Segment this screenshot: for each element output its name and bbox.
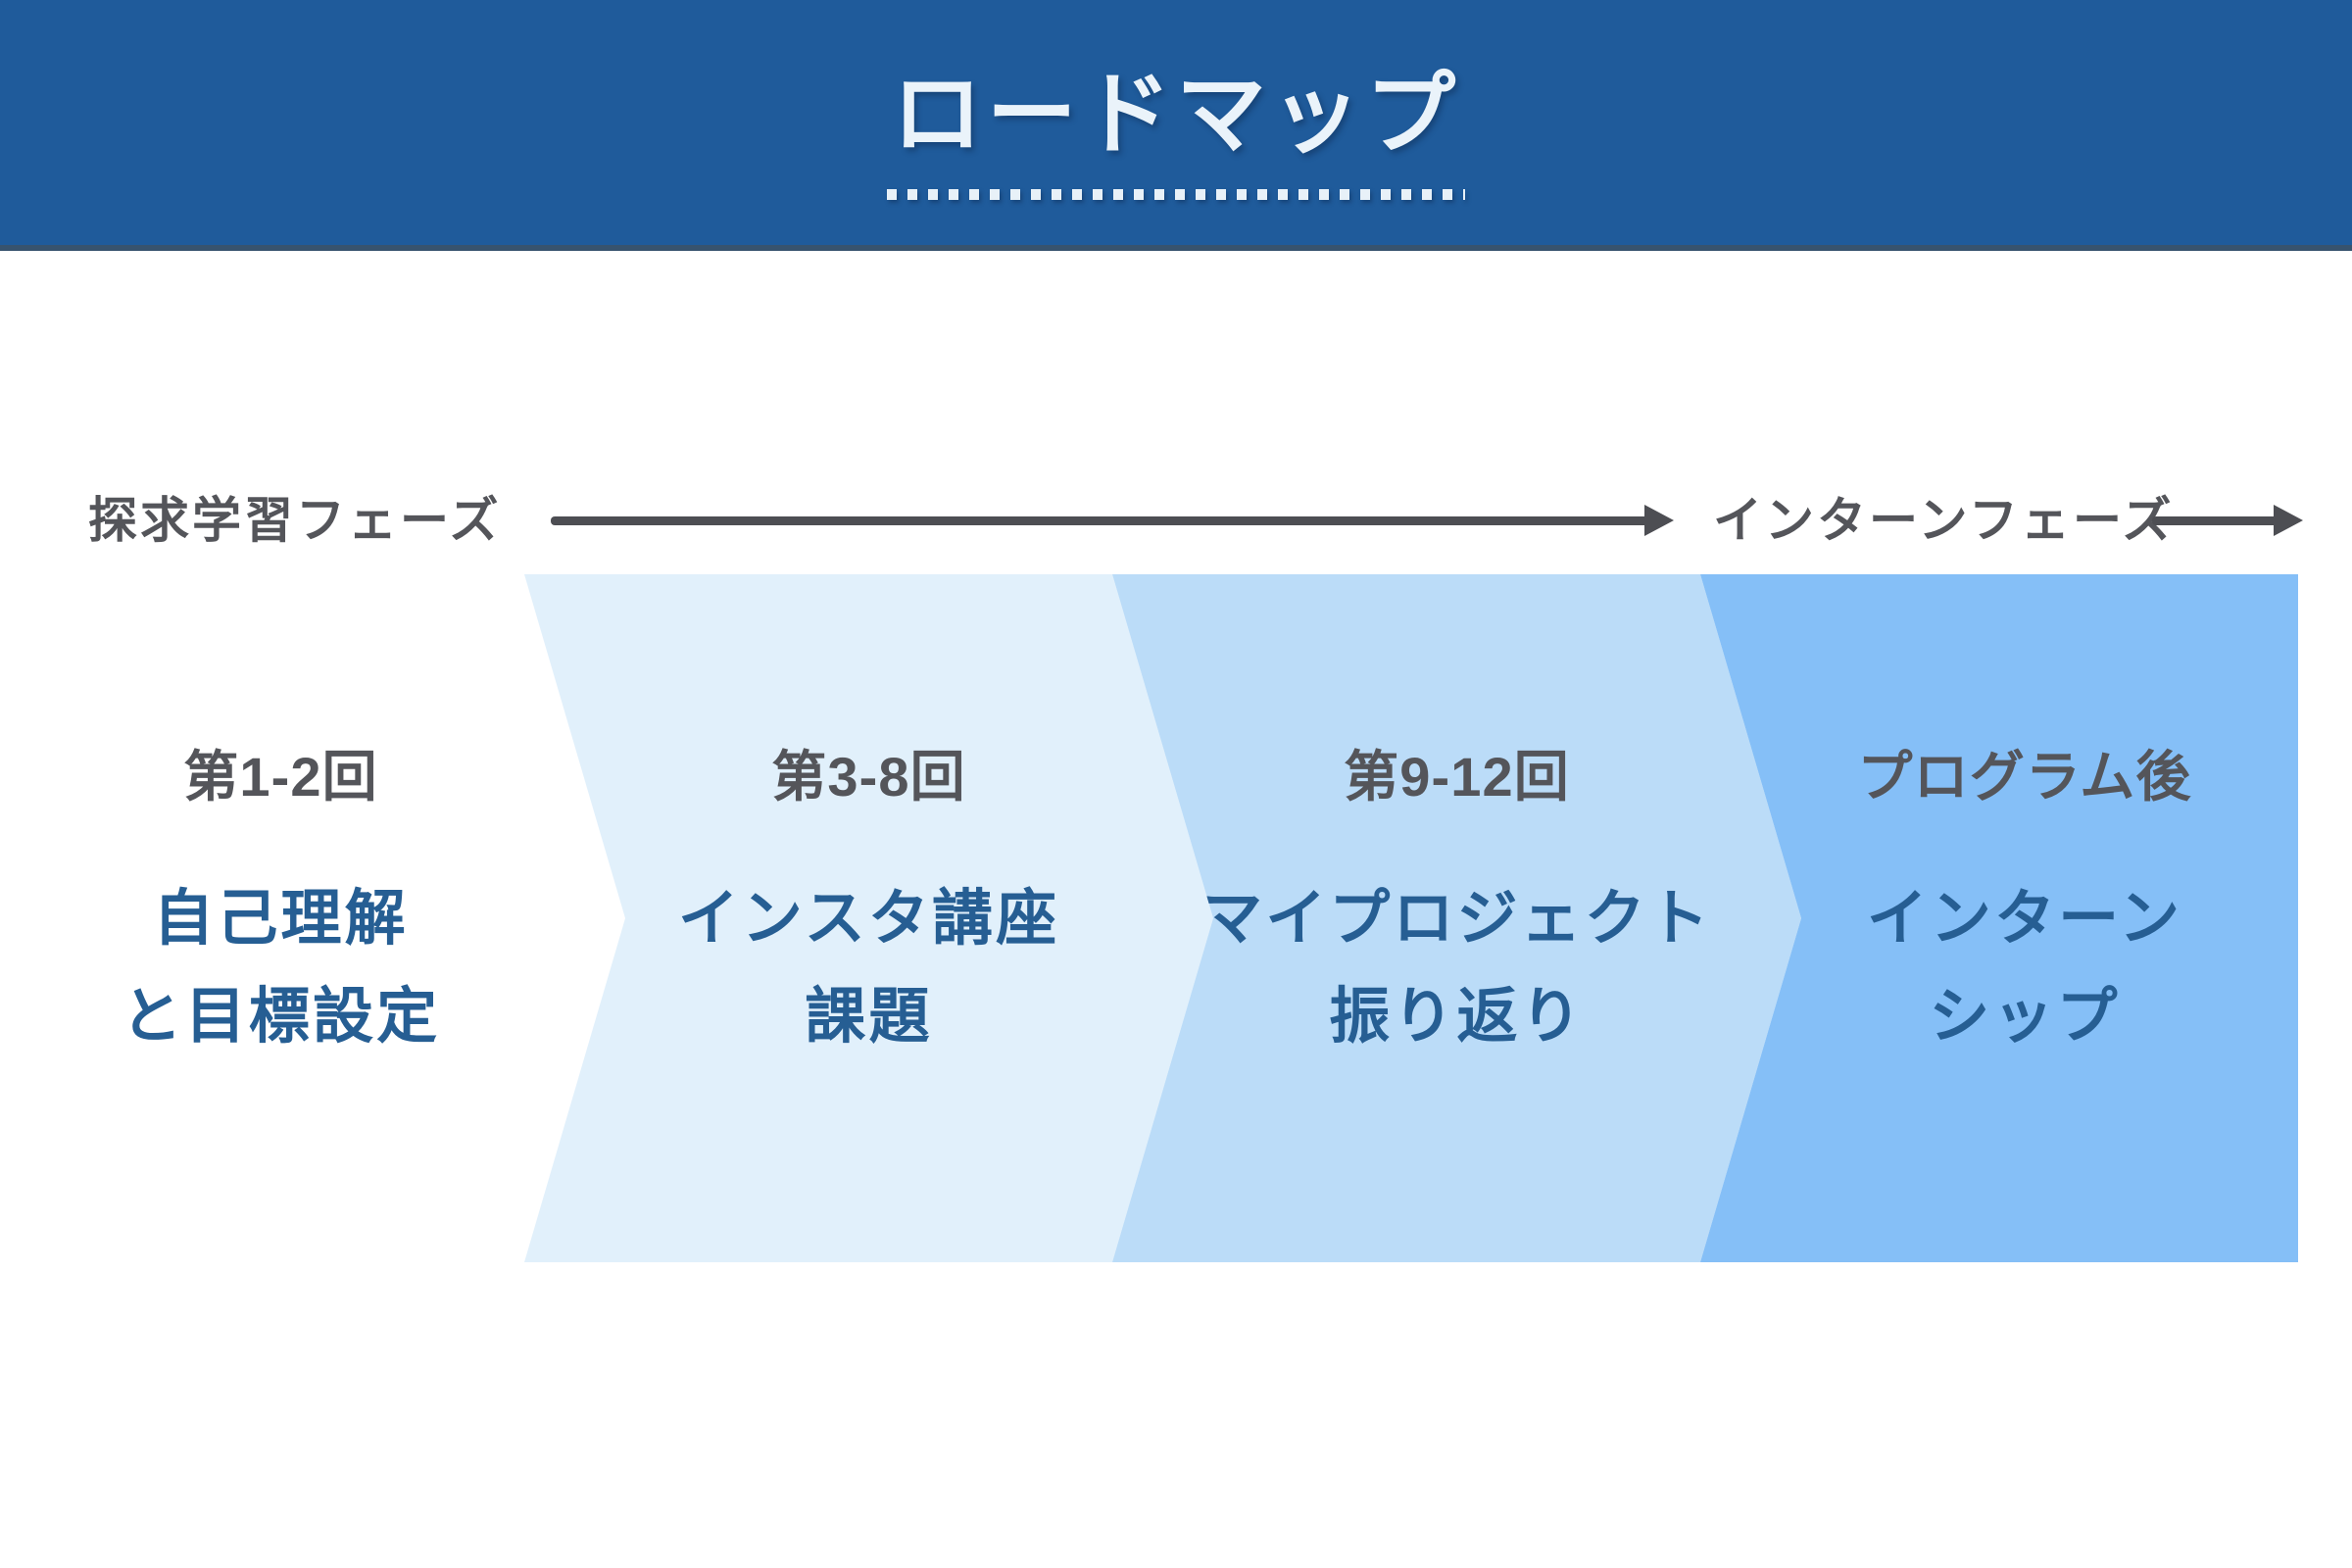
step-title: インターン シップ <box>1726 870 2298 1066</box>
step-title: 自己理解 と目標設定 <box>0 870 625 1066</box>
arrow-line <box>2152 516 2278 525</box>
header-band: ロードマップ <box>0 0 2352 251</box>
step-round-label: 第9-12回 <box>1344 746 1570 808</box>
step-round-label: 第3-8回 <box>771 746 966 808</box>
arrow-head-icon <box>1644 505 1674 536</box>
step-title-line: 課題 <box>805 983 933 1051</box>
title-underline <box>887 189 1465 200</box>
arrow-line <box>551 516 1648 525</box>
phase-arrow-short <box>2152 505 2303 536</box>
roadmap-band: 第1-2回 自己理解 と目標設定 第3-8回 インスタ講座 課題 第9-12回 … <box>0 574 2352 1262</box>
step-title-line: 自己理解 <box>153 885 409 953</box>
step-title-line: インターン <box>1866 885 2183 953</box>
roadmap-step-1: 第1-2回 自己理解 と目標設定 <box>0 574 625 1262</box>
step-title-line: 振り返り <box>1329 983 1585 1051</box>
step-title-line: インスタ講座 <box>677 885 1060 953</box>
page-title: ロードマップ <box>892 65 1460 165</box>
phase-arrow-long <box>551 505 1674 536</box>
step-title-line: シップ <box>1929 983 2121 1051</box>
step-title: インスタ講座 課題 <box>524 870 1213 1066</box>
arrow-head-icon <box>2274 505 2303 536</box>
step-title-line: マイプロジェクト <box>1201 885 1712 953</box>
step-title: マイプロジェクト 振り返り <box>1112 870 1801 1066</box>
step-round-label: 第1-2回 <box>183 746 378 808</box>
step-round-label: プログラム後 <box>1857 746 2192 808</box>
phase-label-intern: インターンフェーズ <box>1713 493 2175 548</box>
roadmap-step-2: 第3-8回 インスタ講座 課題 <box>524 574 1213 1262</box>
phase-label-exploration: 探求学習フェーズ <box>88 493 502 548</box>
step-title-line: と目標設定 <box>121 983 441 1051</box>
roadmap-step-3: 第9-12回 マイプロジェクト 振り返り <box>1112 574 1801 1262</box>
